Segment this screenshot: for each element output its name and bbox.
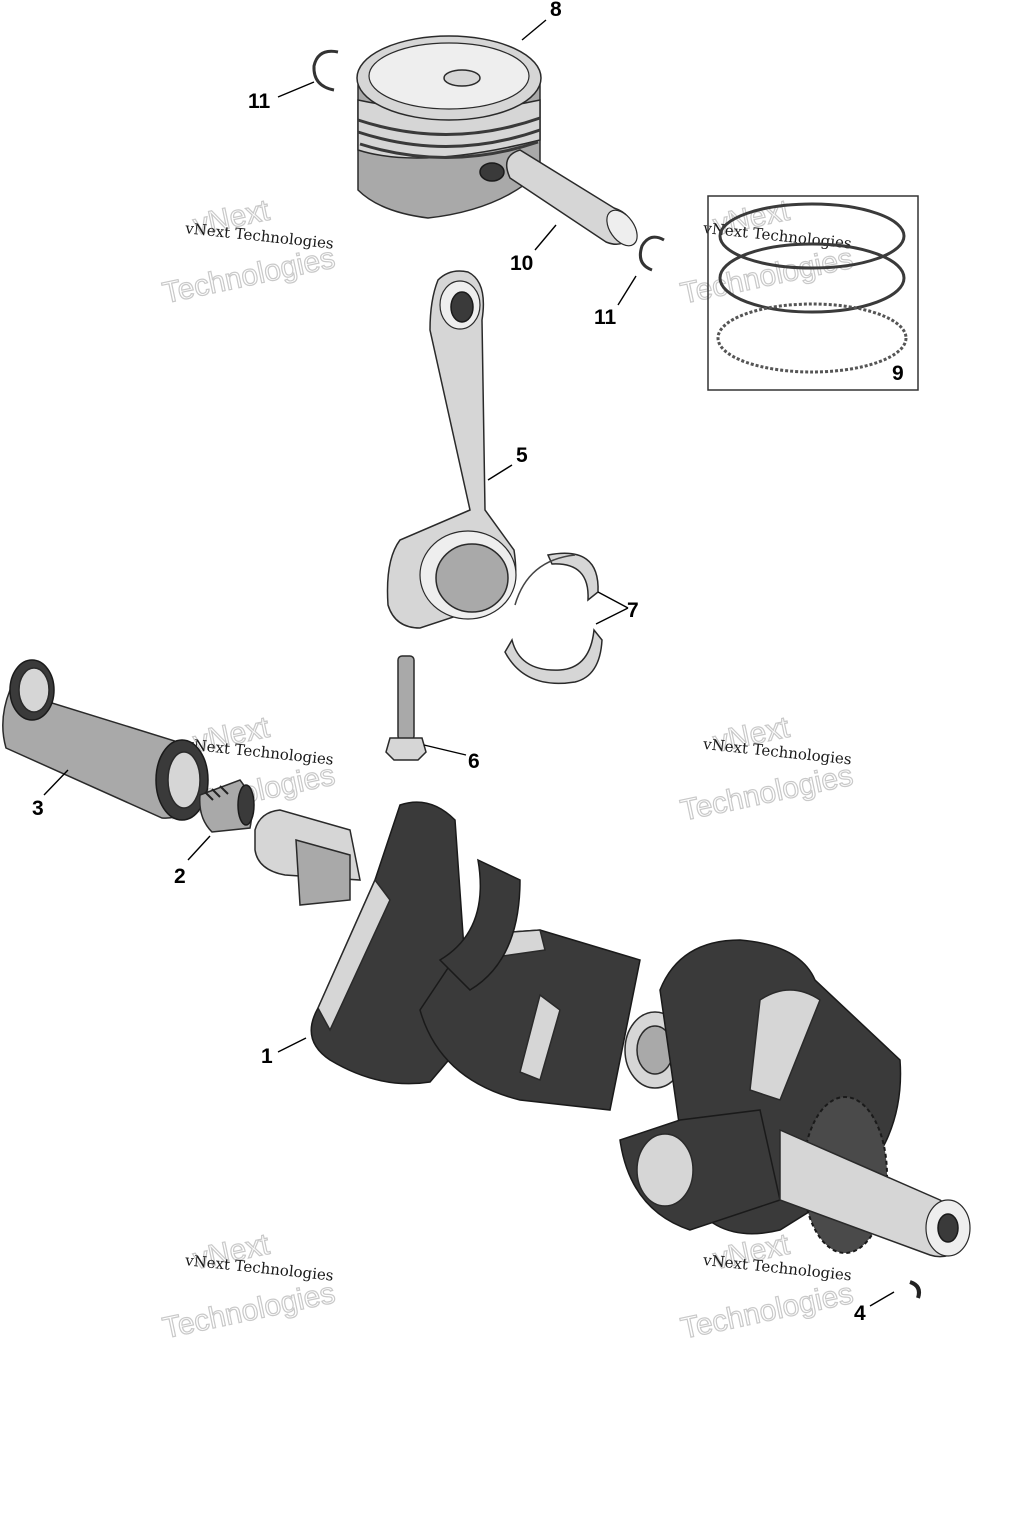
woodruff-key bbox=[909, 1280, 921, 1299]
callout-9: 9 bbox=[892, 362, 904, 385]
watermark-bottom-left: vNext Technologies vNext Technologies bbox=[159, 1227, 338, 1346]
svg-text:Technologies: Technologies bbox=[160, 242, 338, 311]
watermark-mid-right: vNext Technologies vNext Technologies bbox=[677, 710, 856, 828]
callout-11-left: 11 bbox=[248, 90, 271, 113]
crankshaft bbox=[254, 801, 971, 1258]
svg-text:Technologies: Technologies bbox=[678, 242, 856, 311]
circlip-left bbox=[312, 49, 339, 92]
callout-10: 10 bbox=[510, 252, 533, 275]
leader-4 bbox=[869, 1291, 895, 1307]
piston-rings-set bbox=[707, 195, 919, 391]
callout-7: 7 bbox=[627, 599, 639, 622]
leader-6 bbox=[423, 744, 467, 756]
callout-11-right: 11 bbox=[594, 306, 617, 329]
crankshaft-sleeve bbox=[2, 659, 209, 821]
leader-5 bbox=[487, 464, 513, 481]
leader-3 bbox=[43, 769, 69, 796]
connecting-rod bbox=[386, 270, 517, 629]
callout-4: 4 bbox=[854, 1302, 866, 1325]
callout-3: 3 bbox=[32, 797, 44, 820]
leader-8 bbox=[521, 19, 547, 41]
leader-11a bbox=[277, 81, 315, 98]
callout-8: 8 bbox=[550, 0, 562, 21]
callout-5: 5 bbox=[516, 444, 528, 467]
rod-bearing-shells bbox=[504, 552, 603, 685]
rod-bolt bbox=[385, 655, 427, 761]
leader-7a bbox=[597, 591, 629, 609]
svg-text:Technologies: Technologies bbox=[160, 1277, 338, 1346]
leader-10 bbox=[534, 224, 557, 251]
callout-1: 1 bbox=[261, 1045, 273, 1068]
crankshaft-gear-small bbox=[199, 779, 255, 833]
leader-11b bbox=[617, 275, 637, 306]
leader-lines bbox=[43, 19, 895, 1307]
piston-pin bbox=[505, 149, 638, 247]
callout-6: 6 bbox=[468, 750, 480, 773]
svg-text:Technologies: Technologies bbox=[678, 1277, 856, 1346]
leader-7b bbox=[595, 607, 629, 625]
watermark-top-left: vNext Technologies vNext Technologies bbox=[159, 193, 338, 311]
leader-2 bbox=[187, 835, 211, 861]
callout-labels: 8 11 10 11 9 5 7 6 3 2 1 4 bbox=[32, 0, 904, 1325]
leader-1 bbox=[277, 1037, 307, 1053]
callout-2: 2 bbox=[174, 865, 186, 888]
circlip-right bbox=[638, 235, 665, 272]
watermark-top-right: vNext Technologies vNext Technologies bbox=[677, 193, 856, 311]
svg-text:Technologies: Technologies bbox=[678, 759, 856, 828]
piston bbox=[356, 35, 542, 219]
